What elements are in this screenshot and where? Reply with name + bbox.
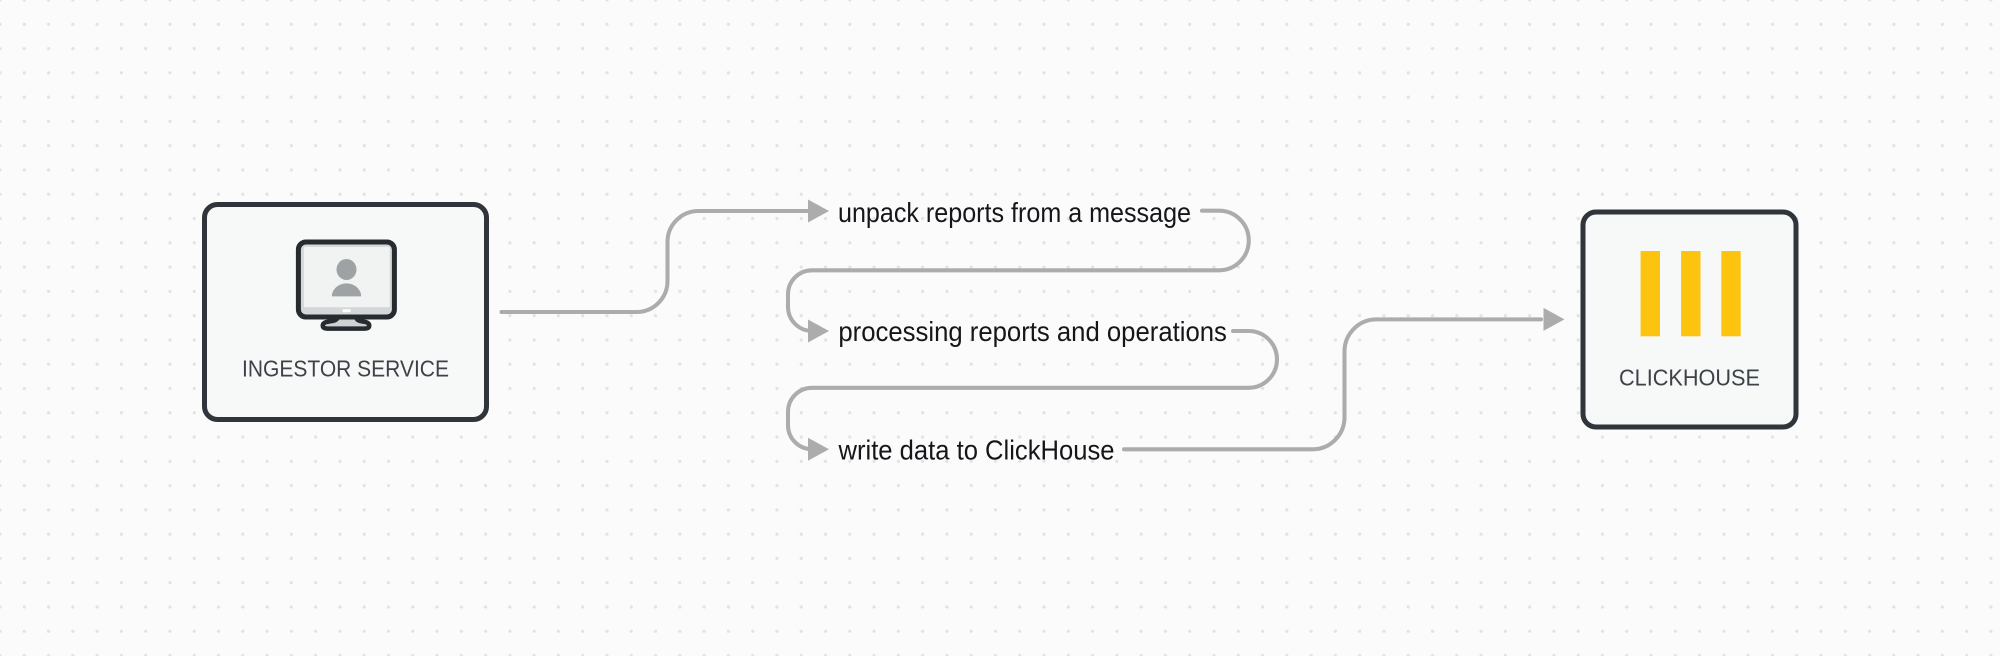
svg-text:write data to ClickHouse: write data to ClickHouse: [838, 435, 1115, 466]
svg-text:CLICKHOUSE: CLICKHOUSE: [1619, 365, 1760, 391]
svg-text:processing reports and operati: processing reports and operations: [838, 316, 1227, 347]
svg-text:unpack reports from a message: unpack reports from a message: [838, 197, 1191, 228]
svg-text:INGESTOR SERVICE: INGESTOR SERVICE: [242, 356, 449, 382]
